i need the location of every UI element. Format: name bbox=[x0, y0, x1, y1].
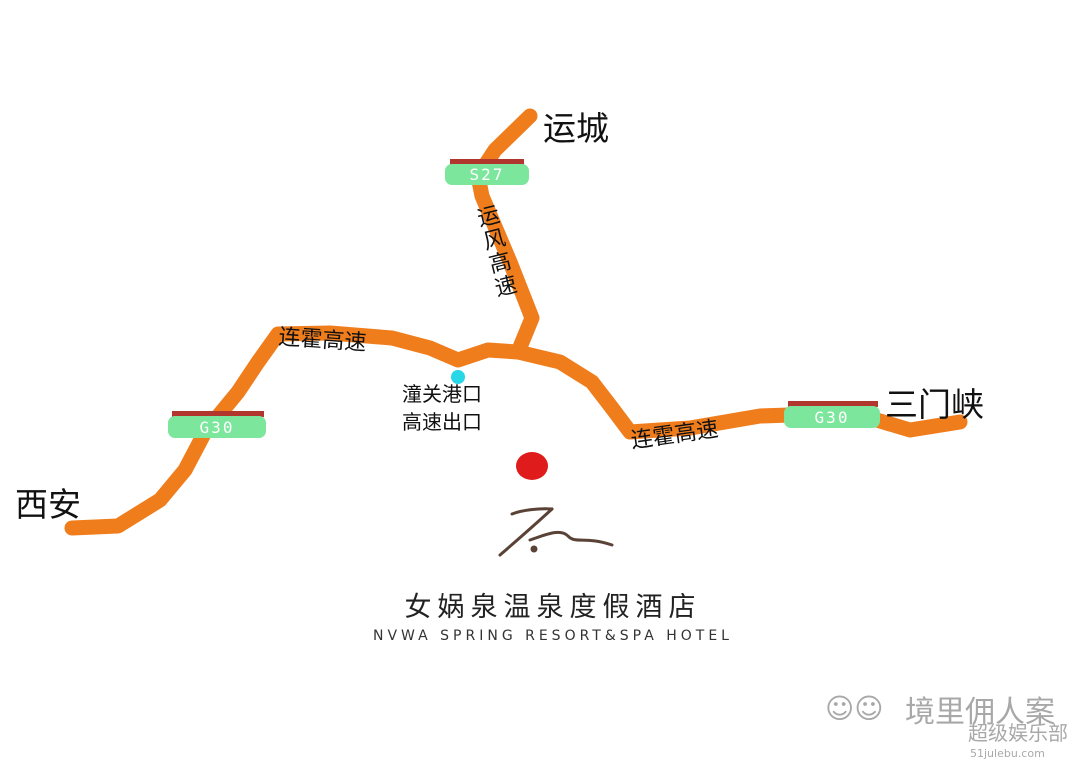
watermark-line1: 境里佣人案 bbox=[905, 695, 1055, 730]
hotel-location-marker bbox=[516, 452, 548, 480]
shield-body bbox=[168, 416, 266, 438]
shield-label: G30 bbox=[200, 418, 235, 437]
shield-body bbox=[784, 406, 880, 428]
exit-label-line1: 潼关港口 bbox=[402, 382, 482, 406]
shield-top-bar bbox=[788, 401, 878, 407]
roads bbox=[64, 108, 968, 536]
hotel-logo-icon bbox=[498, 507, 614, 557]
exit-label-line2: 高速出口 bbox=[402, 410, 482, 434]
road-label-lianhuo-west: 连霍高速 bbox=[278, 325, 368, 356]
lianhuo-expressway-west bbox=[64, 325, 526, 536]
shield-g30-west: G30 bbox=[168, 411, 266, 438]
shield-body bbox=[445, 164, 529, 185]
watermark-icon: ☺☺ bbox=[825, 692, 883, 725]
city-xian: 西安 bbox=[15, 485, 81, 524]
exit-marker bbox=[451, 370, 465, 384]
shield-s27: S27 bbox=[445, 159, 529, 185]
shield-top-bar bbox=[172, 411, 264, 417]
watermark: ☺☺ 境里佣人案 超级娱乐部 51julebu.com bbox=[825, 692, 1068, 760]
shield-g30-east: G30 bbox=[784, 401, 880, 428]
watermark-url: 51julebu.com bbox=[970, 747, 1045, 760]
shield-label: G30 bbox=[815, 408, 850, 427]
shield-label: S27 bbox=[470, 165, 505, 184]
city-sanmenxia: 三门峡 bbox=[885, 385, 984, 424]
yunfeng-expressway bbox=[470, 108, 540, 360]
hotel-name-en: NVWA SPRING RESORT&SPA HOTEL bbox=[373, 628, 733, 644]
road-label-lianhuo-east: 连霍高速 bbox=[629, 417, 720, 454]
shield-top-bar bbox=[450, 159, 524, 165]
watermark-line2: 超级娱乐部 bbox=[968, 721, 1068, 745]
city-yuncheng: 运城 bbox=[543, 109, 609, 148]
lianhuo-expressway-east bbox=[510, 344, 968, 440]
hotel-name-cn: 女娲泉温泉度假酒店 bbox=[405, 592, 702, 623]
